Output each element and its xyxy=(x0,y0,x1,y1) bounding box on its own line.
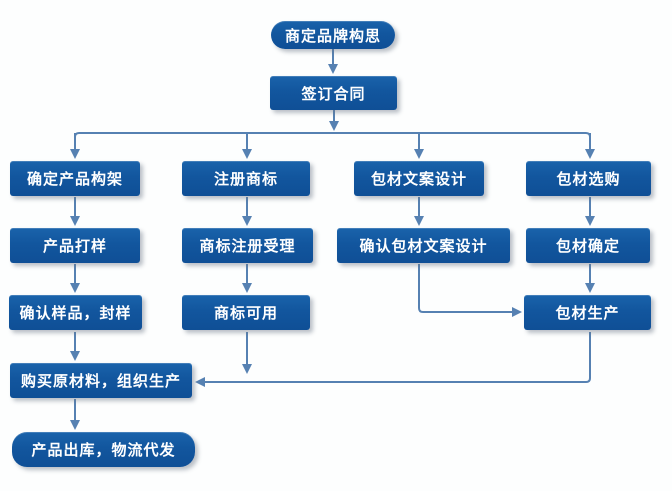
node-confirm-package-copy-design: 确认包材文案设计 xyxy=(337,228,510,263)
node-register-trademark: 注册商标 xyxy=(182,161,310,196)
node-confirm-sample-label: 确认样品，封样 xyxy=(19,305,132,322)
node-purchase-materials: 购买原材料，组织生产 xyxy=(10,363,192,398)
node-sign-contract-label: 签订合同 xyxy=(301,85,366,103)
node-package-confirmed-label: 包材确定 xyxy=(555,238,620,255)
node-product-shipment: 产品出库，物流代发 xyxy=(12,432,195,467)
node-trademark-available: 商标可用 xyxy=(182,295,310,330)
node-confirm-sample: 确认样品，封样 xyxy=(9,295,142,330)
node-package-selection: 包材选购 xyxy=(526,161,651,196)
node-package-selection-label: 包材选购 xyxy=(556,171,621,188)
connector-production-to-purchase xyxy=(195,332,591,387)
node-sign-contract: 签订合同 xyxy=(270,76,397,110)
node-trademark-acceptance-label: 商标注册受理 xyxy=(199,238,296,255)
node-product-shipment-label: 产品出库，物流代发 xyxy=(31,442,176,459)
branch-spine xyxy=(74,132,591,138)
node-product-sampling: 产品打样 xyxy=(10,228,140,263)
node-package-production: 包材生产 xyxy=(524,295,651,330)
node-brand-idea: 商定品牌构思 xyxy=(271,21,395,49)
node-confirm-package-copy-design-label: 确认包材文案设计 xyxy=(359,238,488,255)
node-register-trademark-label: 注册商标 xyxy=(213,171,278,188)
node-package-copy-design: 包材文案设计 xyxy=(354,161,484,196)
node-define-product-framework-label: 确定产品构架 xyxy=(26,171,123,188)
node-package-copy-design-label: 包材文案设计 xyxy=(370,171,467,188)
node-trademark-acceptance: 商标注册受理 xyxy=(182,228,313,263)
node-package-confirmed: 包材确定 xyxy=(526,228,650,263)
node-brand-idea-label: 商定品牌构思 xyxy=(284,27,381,45)
node-package-production-label: 包材生产 xyxy=(555,305,620,322)
node-purchase-materials-label: 购买原材料，组织生产 xyxy=(20,373,181,390)
connector-confirmcopy-to-production xyxy=(418,264,522,317)
node-product-sampling-label: 产品打样 xyxy=(42,238,107,255)
node-define-product-framework: 确定产品构架 xyxy=(10,161,140,196)
node-trademark-available-label: 商标可用 xyxy=(213,305,278,322)
